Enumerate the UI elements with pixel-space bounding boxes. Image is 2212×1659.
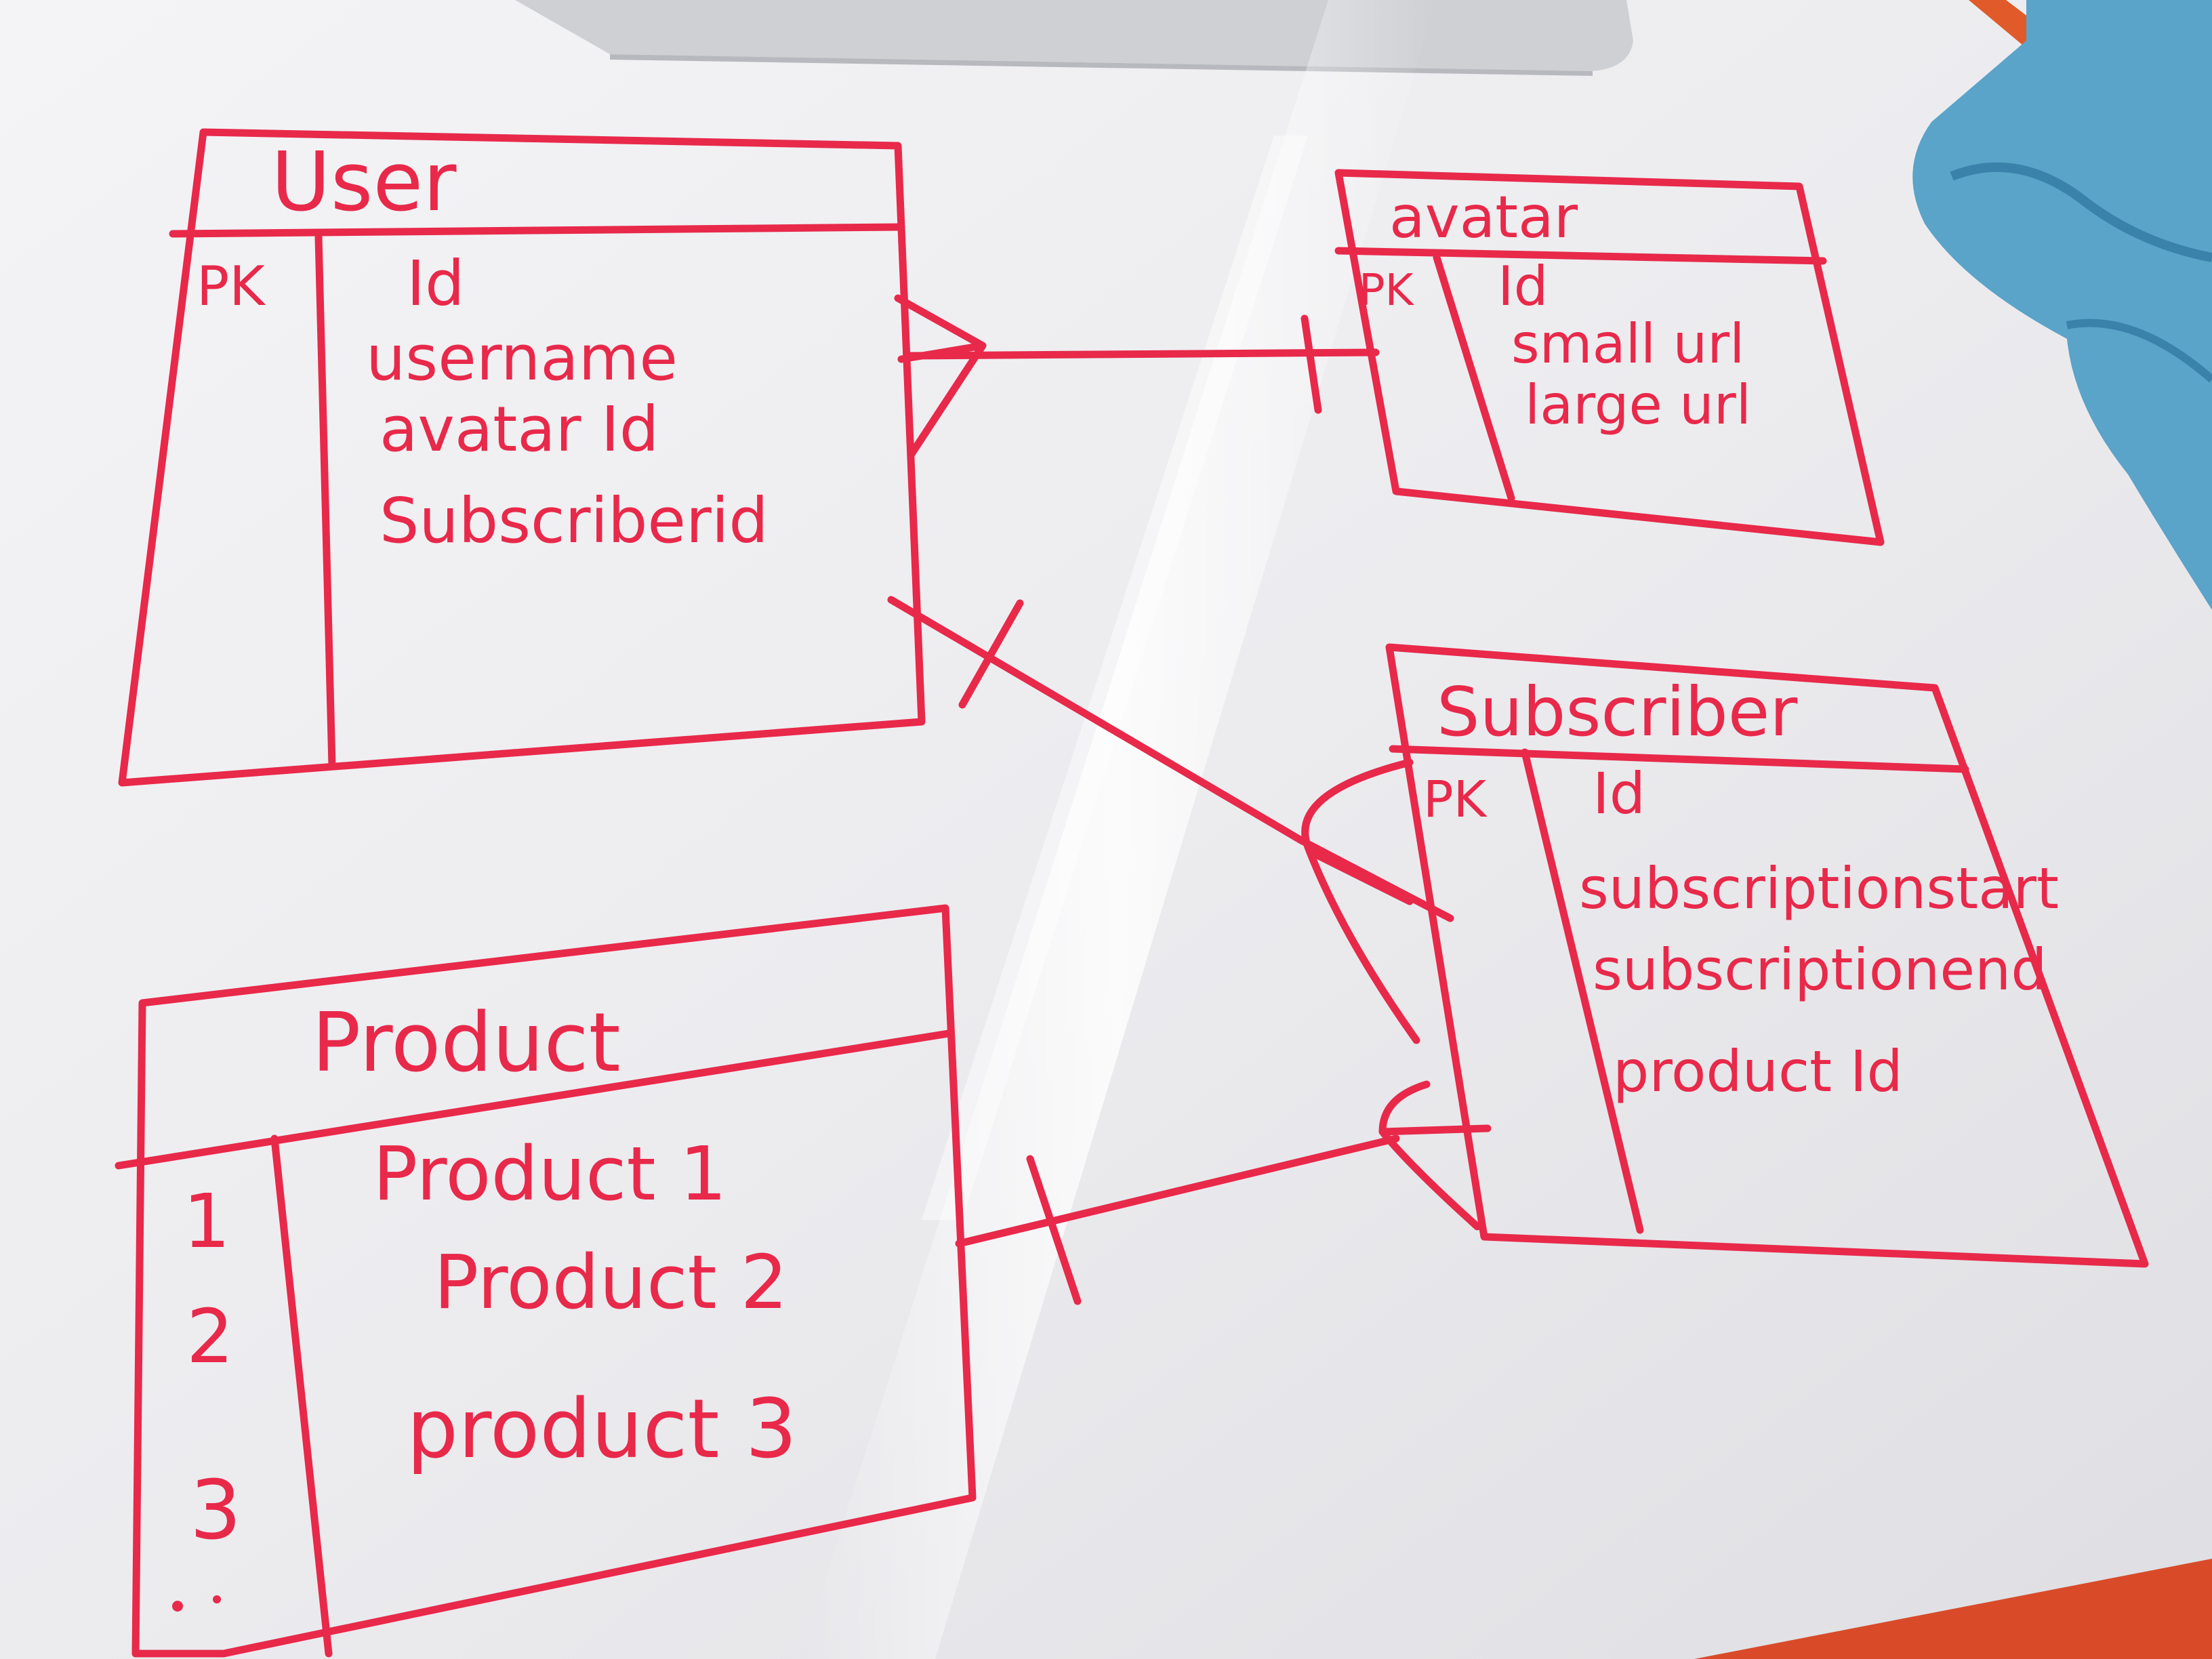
avatar-key-divider: [1433, 253, 1515, 502]
product-field-1: Product 1: [373, 1130, 727, 1217]
subscriber-crowsfoot: [1297, 758, 1454, 1044]
subscriber-field-1: Id: [1593, 760, 1645, 827]
cleaning-cloth-fold: [1950, 162, 2212, 262]
product-header-divider: [115, 1029, 953, 1170]
avatar-one-tick: [1300, 314, 1322, 414]
product-one-tick: [1026, 1155, 1082, 1305]
relation-user-avatar: [894, 294, 1380, 458]
user-field-4: Subscriberid: [380, 485, 769, 557]
marker-dot: [172, 1601, 183, 1612]
avatar-field-1: Id: [1498, 255, 1548, 318]
product-key-divider: [270, 1134, 333, 1658]
subscriber-field-3: subscriptionend: [1593, 937, 2047, 1003]
entity-subscriber: Subscriber PK Id subscriptionstart subsc…: [1385, 643, 2149, 1268]
cleaning-cloth-fold-2: [2066, 319, 2212, 383]
user-key-divider: [314, 233, 336, 770]
relation-product-subscriber-line: [955, 1134, 1400, 1248]
user-header-divider: [169, 223, 905, 238]
user-field-3: avatar Id: [380, 393, 659, 466]
avatar-box: [1334, 169, 1885, 546]
user-avatar-crowsfoot: [894, 294, 987, 458]
avatar-field-3: large url: [1525, 373, 1751, 436]
subscriber-field-2: subscriptionstart: [1579, 855, 2059, 922]
subscriber-key-divider: [1521, 748, 1644, 1234]
marker-dot: [213, 1595, 221, 1603]
entity-user: User PK Id username avatar Id Subscriber…: [118, 128, 926, 787]
user-box: [118, 128, 926, 787]
entity-avatar: avatar PK Id small url large url: [1334, 169, 1885, 546]
relation-product-subscriber: [955, 1080, 1492, 1305]
product-key-3: 3: [190, 1464, 241, 1558]
user-subscriber-tick: [958, 599, 1024, 709]
product-field-2: Product 2: [434, 1239, 788, 1326]
relation-user-subscriber: [887, 596, 1454, 1044]
user-field-1: Id: [407, 247, 465, 320]
avatar-key-label: PK: [1359, 266, 1415, 316]
subscriber-title: Subscriber: [1437, 672, 1798, 752]
relation-user-avatar-line: [904, 348, 1380, 360]
product-key-2: 2: [186, 1293, 234, 1380]
user-title: User: [271, 136, 457, 230]
product-title: Product: [312, 996, 621, 1090]
subscriber-product-crowsfoot: [1378, 1080, 1492, 1231]
board-frame-bottom: [1694, 1559, 2212, 1659]
cleaning-cloth: [1912, 0, 2212, 610]
user-field-2: username: [366, 322, 678, 394]
avatar-title: avatar: [1389, 184, 1578, 251]
product-key-1: 1: [183, 1178, 230, 1265]
entity-product: Product 1 2 3 Product 1 Product 2 produc…: [115, 904, 977, 1658]
relation-user-subscriber-line: [887, 596, 1305, 844]
subscriber-field-4: product Id: [1613, 1038, 1903, 1105]
subscriber-header-divider: [1389, 745, 1969, 773]
subscriber-key-label: PK: [1423, 771, 1488, 829]
user-key-label: PK: [197, 255, 266, 318]
subscriber-box: [1385, 643, 2149, 1268]
light-glare-faint: [922, 136, 1308, 1220]
avatar-header-divider: [1334, 247, 1827, 265]
avatar-field-2: small url: [1511, 312, 1744, 375]
product-field-3: product 3: [407, 1382, 797, 1477]
product-box: [131, 904, 977, 1658]
